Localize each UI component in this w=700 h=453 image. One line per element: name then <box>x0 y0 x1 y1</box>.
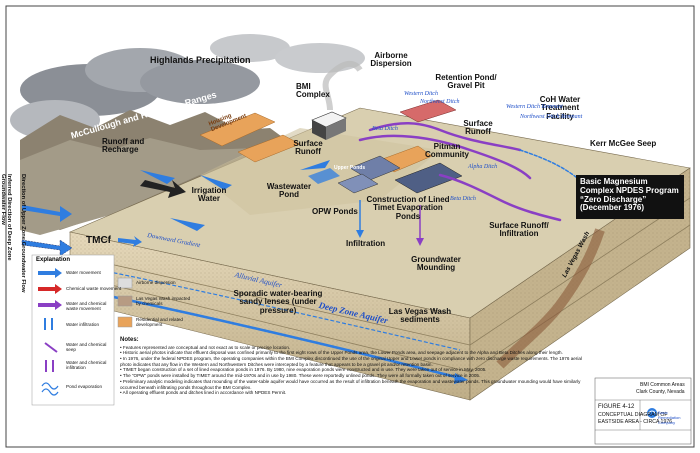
notes-section: Notes: • Features represented are concep… <box>120 337 590 396</box>
label-opw-ponds: OPW Ponds <box>312 207 358 216</box>
label-lv-wash-sediments: Las Vegas Wash sediments <box>388 307 452 325</box>
label-irrigation: Irrigation Water <box>191 186 227 204</box>
figure-title-2: EASTSIDE AREA - CIRCA 1976 <box>598 419 673 425</box>
label-deep-gw: Inferred Direction of Deep Zone Groundwa… <box>0 174 12 261</box>
legend-item: Pond evaporation <box>66 384 103 389</box>
notes-title: Notes: <box>120 337 139 343</box>
label-gw-mounding: Groundwater Mounding <box>411 255 461 273</box>
layer-boundary-2 <box>69 274 471 373</box>
label-infiltration: Infiltration <box>346 239 386 248</box>
upper-groundwater-arrow <box>22 205 72 222</box>
title-area-location: Clark County, Nevada <box>636 389 685 395</box>
legend-item: Airborne dispersion <box>136 280 176 285</box>
label-beta-ditch-1: Beta Ditch <box>372 126 398 132</box>
label-alpha-ditch: Alpha Ditch <box>468 164 498 170</box>
ditches <box>358 122 586 222</box>
legend-swatches <box>38 268 62 396</box>
retention-pond <box>399 99 457 123</box>
legend-item: Water movement <box>66 270 101 275</box>
legend-item: Chemical waste movement <box>66 286 122 291</box>
downward-gradient-arrows <box>118 236 142 247</box>
label-western-remnant: Western Ditch Remnant <box>506 104 563 110</box>
company-name: Basic Remediation Company <box>658 410 681 425</box>
wastewater-pond <box>308 168 340 184</box>
label-construction: Construction of Lined Timet Evaporation … <box>366 195 450 221</box>
note-item: • Features represented are conceptual an… <box>120 344 291 350</box>
timet-evaporation-ponds <box>394 162 463 194</box>
figure-title-1: CONCEPTUAL DIAGRAM OF <box>598 412 668 418</box>
legend-item: Water and chemical infiltration <box>66 360 107 371</box>
las-vegas-wash-channel <box>496 228 605 369</box>
housing-development-area <box>199 112 276 147</box>
label-upper-ponds: Upper Ponds <box>334 165 366 171</box>
label-bmi-complex: BMI Complex <box>296 82 330 100</box>
opw-ponds <box>337 155 401 194</box>
note-item: • The “OPW” ponds were installed by TIME… <box>120 373 481 379</box>
legend-item: Residential and related development <box>136 317 183 328</box>
direction-arrow-black <box>140 180 186 198</box>
label-sporadic: Sporadic water-bearing sandy lenses (und… <box>233 289 323 315</box>
label-wastewater: Wastewater Pond <box>266 182 312 200</box>
residential-area <box>237 134 301 163</box>
water-arrows <box>140 160 330 231</box>
note-item: • All operating effluent ponds and ditch… <box>120 390 287 396</box>
note-item: • TIMET began construction of a set of l… <box>120 367 487 373</box>
label-beta-ditch-2: Beta Ditch <box>450 196 476 202</box>
label-runoff-recharge: Runoff and Recharge <box>102 137 145 155</box>
label-western-ditch: Western Ditch <box>404 91 438 97</box>
label-airborne-dispersion: Airborne Dispersion <box>370 51 412 69</box>
alluvial-flow-line <box>89 267 461 351</box>
label-highlands-precipitation: Highlands Precipitation <box>150 55 251 65</box>
legend-item: Water infiltration <box>66 322 100 327</box>
label-retention-pond: Retention Pond/ Gravel Pit <box>435 73 497 91</box>
npdes-callout-box: Basic Magnesium Complex NPDES Program “Z… <box>576 175 684 219</box>
company-logo <box>647 408 657 418</box>
label-surface-runoff-1: Surface Runoff <box>293 139 323 157</box>
note-item: • Preliminary analytic modeling indicate… <box>120 378 581 390</box>
page-border <box>5 5 695 448</box>
label-northwest-ditch: Northwest Ditch <box>420 99 460 105</box>
figure-number: FIGURE 4-12 <box>598 404 635 410</box>
label-upper-gw: Direction of Upper Zone Groundwater Flow <box>20 174 26 293</box>
label-kerr-mcgee: Kerr McGee Seep <box>590 139 657 148</box>
infiltration-arrows <box>356 200 424 246</box>
airborne-plume <box>322 60 363 111</box>
label-surface-runoff-infiltration: Surface Runoff/ Infiltration <box>489 221 549 239</box>
label-northwest-remnant: Northwest Ditch Remnant <box>520 114 583 120</box>
note-item: • Historic aerial photos indicate that e… <box>120 350 563 356</box>
legend-title: Explanation <box>36 257 71 263</box>
legend-item: Las Vegas Wash impacted by chemicals <box>136 296 191 307</box>
title-block <box>594 377 692 445</box>
label-coh-water: CoH Water Treatment Facility <box>539 95 581 121</box>
layer-boundary-1 <box>69 254 471 346</box>
legend-item: Water and chemical waste movement <box>66 301 107 312</box>
bmi-building <box>311 111 347 140</box>
legend-item: Water and chemical seep <box>66 342 107 353</box>
deep-aquifer-flow <box>89 290 468 384</box>
label-pitman: Pitman Community <box>425 142 469 160</box>
deep-groundwater-arrow <box>21 239 73 257</box>
legend-swatches-2 <box>117 277 133 328</box>
note-item: • In 1976, under the federal NPDES progr… <box>120 355 582 367</box>
label-surface-runoff-2: Surface Runoff <box>463 119 493 137</box>
label-tmcf: TMCf <box>86 235 111 246</box>
title-area-name: BMI Common Areas <box>640 382 685 388</box>
